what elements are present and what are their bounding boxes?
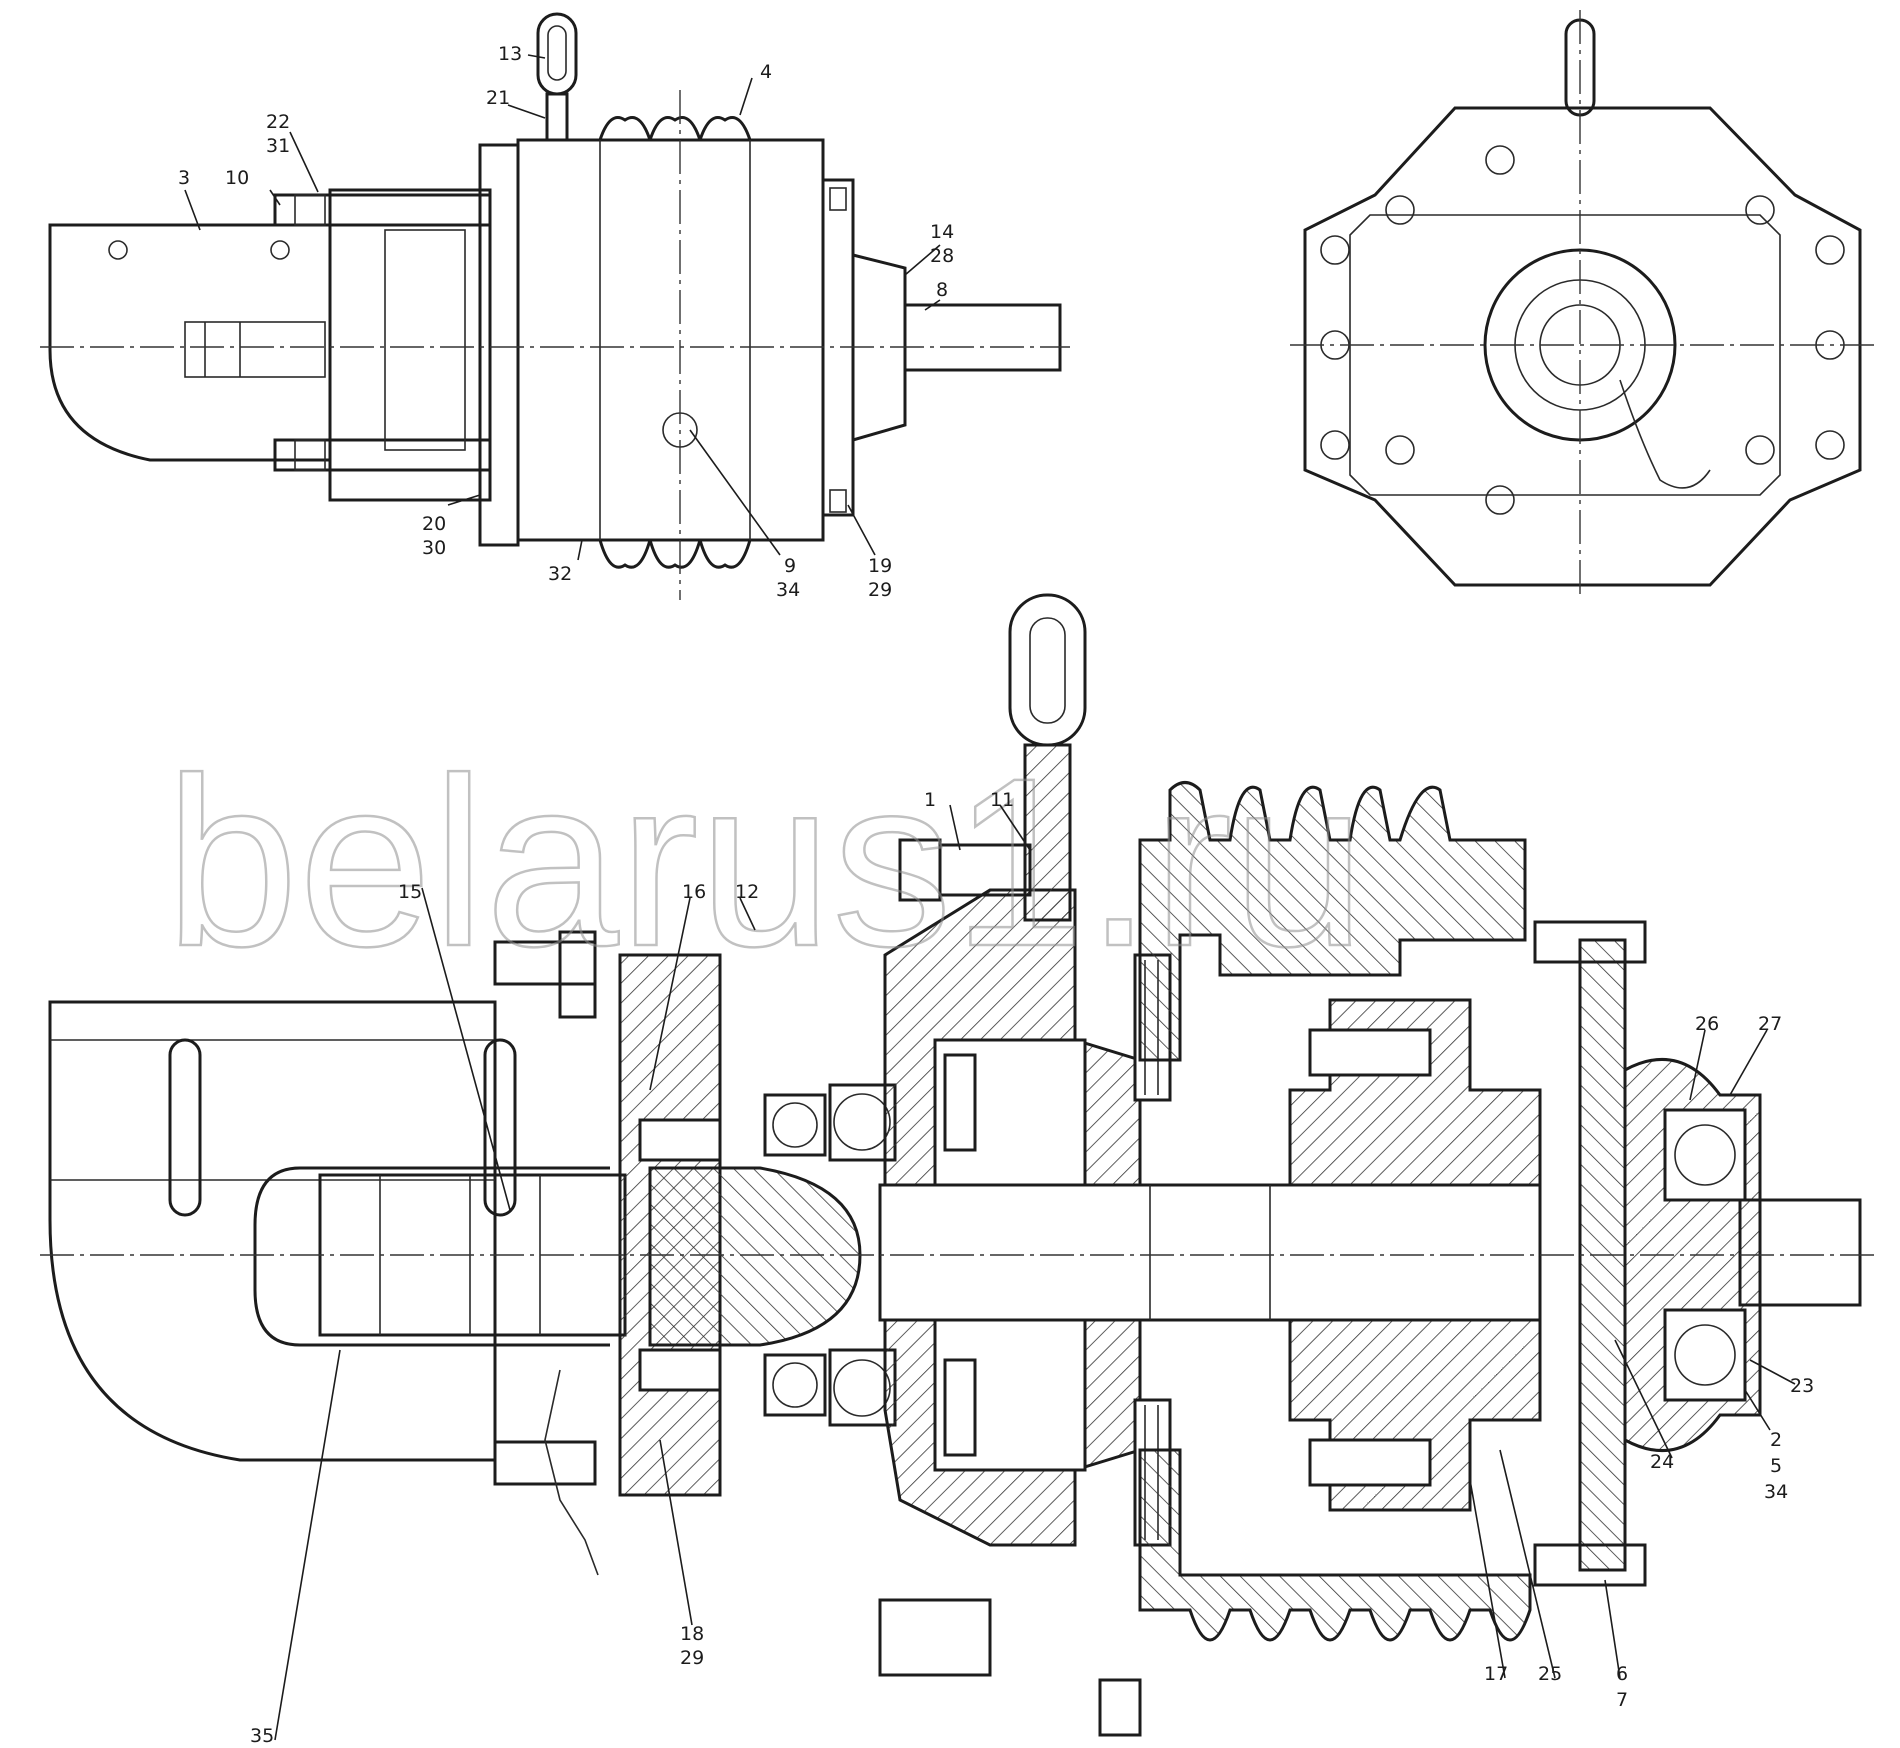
callout-5: 5	[1770, 1455, 1782, 1477]
callout-23: 23	[1790, 1375, 1814, 1397]
callout-2: 2	[1770, 1429, 1782, 1451]
callout-7: 7	[1616, 1689, 1628, 1711]
output-shaft-section	[1738, 1198, 1862, 1307]
pulley-housing-section	[1138, 781, 1527, 1062]
driven-gear-section	[1288, 998, 1542, 1187]
callout-12: 12	[735, 881, 759, 903]
section-view	[40, 593, 1875, 1737]
pto-guard-side	[48, 223, 332, 462]
callout-27: 27	[1758, 1013, 1782, 1035]
callout-29b: 29	[680, 1647, 704, 1669]
callout-35: 35	[250, 1725, 274, 1747]
callout-19: 19	[868, 555, 892, 577]
callout-15: 15	[398, 881, 422, 903]
callout-6: 6	[1616, 1663, 1628, 1685]
output-shaft-side	[903, 303, 1062, 372]
callout-11: 11	[990, 789, 1014, 811]
callout-21: 21	[486, 87, 510, 109]
callout-24: 24	[1650, 1451, 1674, 1473]
main-shaft-section	[878, 1183, 1542, 1322]
leader-lines	[184, 54, 1796, 1741]
spacer-frame-side	[328, 188, 492, 502]
callout-1: 1	[924, 789, 936, 811]
callout-28: 28	[930, 245, 954, 267]
callout-9: 9	[784, 555, 796, 577]
callout-34b: 34	[1764, 1481, 1788, 1503]
callout-4: 4	[760, 61, 772, 83]
callout-20: 20	[422, 513, 446, 535]
callout-labels: 13 21 22 31 3 10 4 14 28 8 20 30 32 9 34…	[178, 43, 1814, 1747]
safety-chain	[544, 1369, 599, 1576]
shaft-cover	[253, 1166, 610, 1347]
callout-18: 18	[680, 1623, 704, 1645]
callout-10: 10	[225, 167, 249, 189]
clutch-pack-left	[943, 1053, 977, 1152]
eye-bolt-section	[1008, 593, 1087, 922]
callout-8: 8	[936, 279, 948, 301]
callout-3: 3	[178, 167, 190, 189]
callout-14: 14	[930, 221, 954, 243]
callout-30: 30	[422, 537, 446, 559]
watermark: belarus1.ru	[165, 728, 1366, 996]
callout-32: 32	[548, 563, 572, 585]
callout-26: 26	[1695, 1013, 1719, 1035]
end-view	[1290, 10, 1880, 600]
callout-25: 25	[1538, 1663, 1562, 1685]
callout-31: 31	[266, 135, 290, 157]
callout-16: 16	[682, 881, 706, 903]
input-shaft-section	[648, 1166, 862, 1347]
callout-13: 13	[498, 43, 522, 65]
callout-17: 17	[1484, 1663, 1508, 1685]
pulley-housing-side	[516, 138, 825, 542]
chain-end	[1619, 379, 1711, 489]
callout-29: 29	[868, 579, 892, 601]
eye-bolt-side	[536, 12, 578, 142]
pulley-grooves-side	[598, 116, 752, 569]
pto-guard-section	[48, 1000, 497, 1462]
side-view	[40, 12, 1070, 600]
housing-end-outline	[1303, 106, 1862, 587]
callout-34: 34	[776, 579, 800, 601]
input-shaft-side	[184, 321, 326, 378]
callout-22: 22	[266, 111, 290, 133]
